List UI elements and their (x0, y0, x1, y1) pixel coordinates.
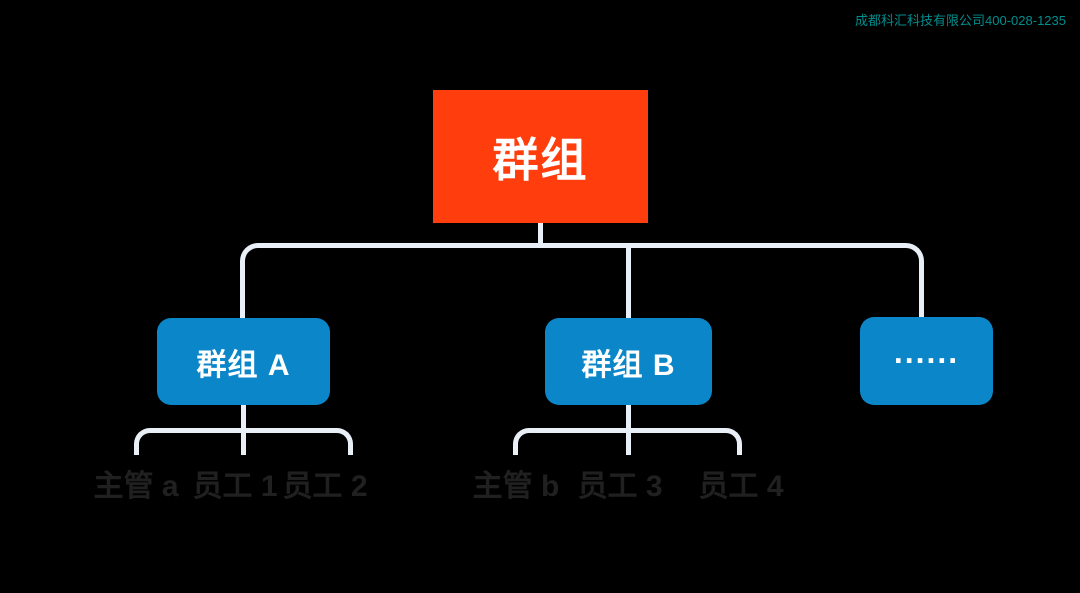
root-node-group: 群组 (433, 90, 648, 223)
connector-drop-group-b (626, 246, 631, 318)
group-node-a: 群组 A (157, 318, 330, 405)
member-label-employee-4: 员工 4 (698, 470, 784, 503)
group-ellipsis-label: ...... (893, 333, 960, 370)
company-watermark: 成都科汇科技有限公司400-028-1235 (855, 13, 1066, 28)
connector-bracket-group-b (513, 428, 742, 455)
group-a-label: 群组 A (196, 348, 291, 382)
member-label-supervisor-b: 主管 b (472, 470, 560, 503)
connector-bracket-group-a (134, 428, 353, 455)
member-label-employee-2: 员工 2 (282, 470, 368, 503)
connector-top-bracket (240, 243, 924, 319)
group-node-b: 群组 B (545, 318, 712, 405)
connector-root-stub (538, 222, 543, 248)
root-node-label: 群组 (492, 133, 589, 186)
member-label-employee-3: 员工 3 (577, 470, 663, 503)
group-node-ellipsis: ...... (860, 317, 993, 405)
member-label-supervisor-a: 主管 a (93, 470, 179, 503)
group-b-label: 群组 B (581, 348, 676, 382)
member-label-employee-1: 员工 1 (192, 470, 278, 503)
